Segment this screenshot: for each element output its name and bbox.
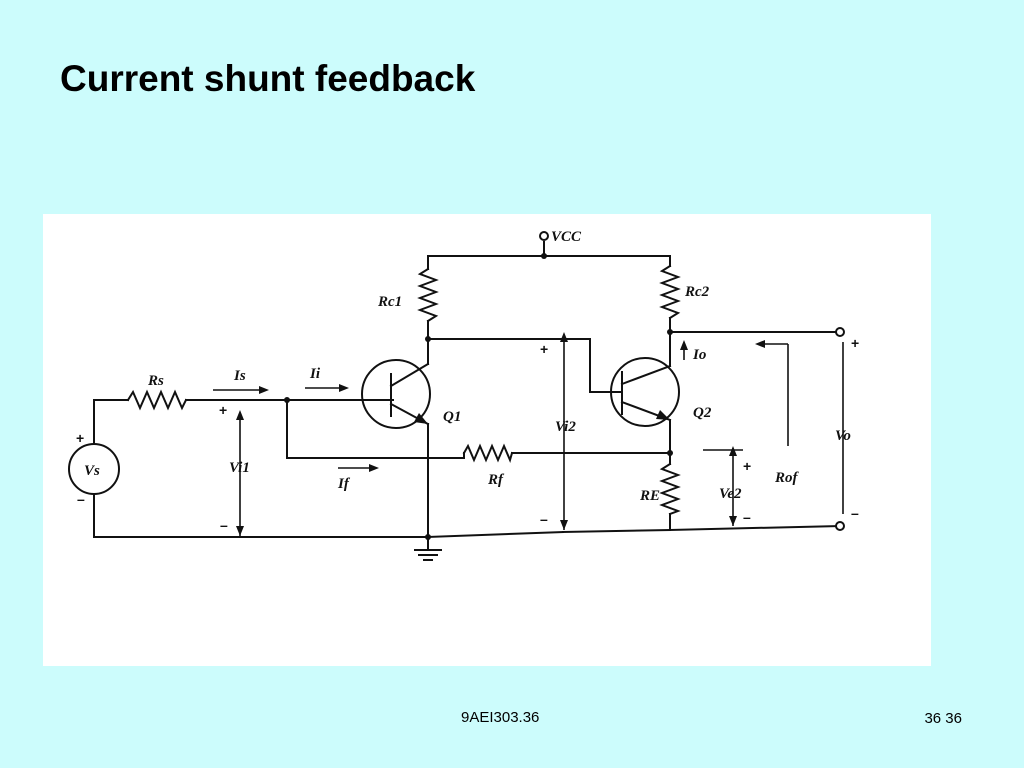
vi1-label: Vi1 <box>229 460 250 476</box>
voltage-source-vs: Vs + – <box>68 430 120 507</box>
junction-dot <box>667 450 673 456</box>
rc1-label: Rc1 <box>377 294 402 310</box>
if-label: If <box>337 476 351 492</box>
junction-dot <box>541 253 547 259</box>
svg-text:+: + <box>851 335 859 351</box>
q2-label: Q2 <box>693 405 712 421</box>
rof-indicator <box>755 340 789 446</box>
rf-label: Rf <box>487 472 505 488</box>
vo-label: Vo <box>835 428 851 444</box>
resistor-rs <box>126 389 188 411</box>
rc2-label: Rc2 <box>684 284 710 300</box>
vo-indicator: + – <box>842 335 859 521</box>
footer-course-code: 9AEI303.36 <box>461 709 540 726</box>
slide-title: Current shunt feedback <box>60 58 476 99</box>
rs-label: Rs <box>147 373 164 389</box>
vi1-indicator: + – <box>219 402 244 536</box>
resistor-rf <box>462 443 514 463</box>
svg-text:–: – <box>220 517 228 533</box>
junction-dot <box>284 397 290 403</box>
vi2-indicator: + – <box>540 332 568 530</box>
ve2-indicator: + – <box>703 446 751 526</box>
junction-dot <box>425 336 431 342</box>
current-arrows <box>213 340 688 472</box>
ii-label: Ii <box>309 366 321 382</box>
ve2-label: Ve2 <box>719 486 742 502</box>
is-label: Is <box>233 368 246 384</box>
svg-text:+: + <box>743 458 751 474</box>
svg-text:+: + <box>219 402 227 418</box>
circuit-wires <box>93 241 842 548</box>
vcc-label: VCC <box>551 229 582 245</box>
circuit-diagram-panel: Vs + – <box>43 214 931 666</box>
svg-text:+: + <box>540 341 548 357</box>
io-label: Io <box>692 347 706 363</box>
circuit-diagram: Vs + – <box>68 229 859 561</box>
footer-page-number: 36 36 <box>924 710 962 727</box>
svg-text:–: – <box>851 505 859 521</box>
resistor-rc2 <box>659 264 681 320</box>
vs-label: Vs <box>84 463 100 479</box>
output-terminal-bottom <box>835 521 845 531</box>
svg-text:–: – <box>743 509 751 525</box>
rof-label: Rof <box>774 470 800 486</box>
resistor-rc1 <box>417 267 439 323</box>
junction-dot <box>667 329 673 335</box>
re-label: RE <box>639 488 660 504</box>
vi2-label: Vi2 <box>555 419 576 435</box>
ground-icon <box>414 536 442 561</box>
transistor-q2 <box>610 357 680 427</box>
svg-text:–: – <box>540 511 548 527</box>
transistor-q1 <box>361 359 431 429</box>
output-terminal-top <box>835 327 845 337</box>
terminals <box>284 231 845 540</box>
svg-text:–: – <box>77 491 85 507</box>
vcc-terminal <box>539 231 549 241</box>
svg-text:+: + <box>76 430 84 446</box>
resistor-re <box>659 462 681 516</box>
q1-label: Q1 <box>443 409 461 425</box>
